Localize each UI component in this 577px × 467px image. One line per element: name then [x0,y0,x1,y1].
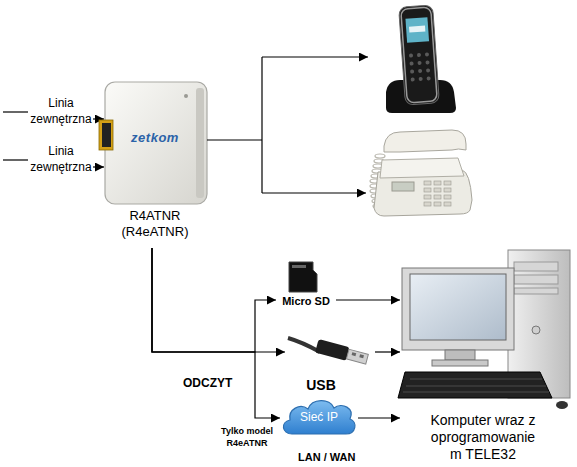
line-label: Linia zewnętrzna [28,143,94,175]
ip-cloud: Sieć IP [280,396,358,438]
connection-label: ODCZYT [183,376,253,390]
connector-group [152,248,276,352]
usb-illustration [288,338,369,366]
microsd-illustration [289,262,317,292]
line-label: Linia zewnętrzna [28,95,94,127]
usb-label: USB [285,377,357,393]
connector-group [375,352,400,353]
device-box: zetkomR4ATNR (R4eATNR) [98,80,212,248]
phone-arrows [207,57,368,193]
arrow-connector [358,417,400,418]
desk-phone [370,130,472,216]
arrow-connector [336,299,400,300]
connector-group [152,248,285,352]
usb-cable: USB [285,334,375,396]
connector-group [358,418,400,419]
cloud-label: Sieć IP [280,409,358,425]
connector-group [152,248,280,418]
arrow-connector [375,351,400,352]
model-note: Tylko model R4eATNR [216,425,278,449]
connector-group [336,300,400,301]
arrow-connector [152,248,276,352]
brand-logo: zetkom [98,130,212,145]
computer: Komputer wraz z oprogramowanie m TELE32 [400,240,572,465]
network-label: LAN / WAN [298,451,378,463]
arrow-connector [152,248,285,352]
microsd-card: Micro SD [276,258,336,310]
cordless-phone [386,5,456,113]
computer-illustration [398,250,570,409]
device-name: R4ATNR (R4eATNR) [115,208,195,240]
arrow-connector [152,248,280,418]
computer-caption: Komputer wraz z oprogramowanie m TELE32 [427,412,539,463]
card-label: Micro SD [276,295,336,307]
